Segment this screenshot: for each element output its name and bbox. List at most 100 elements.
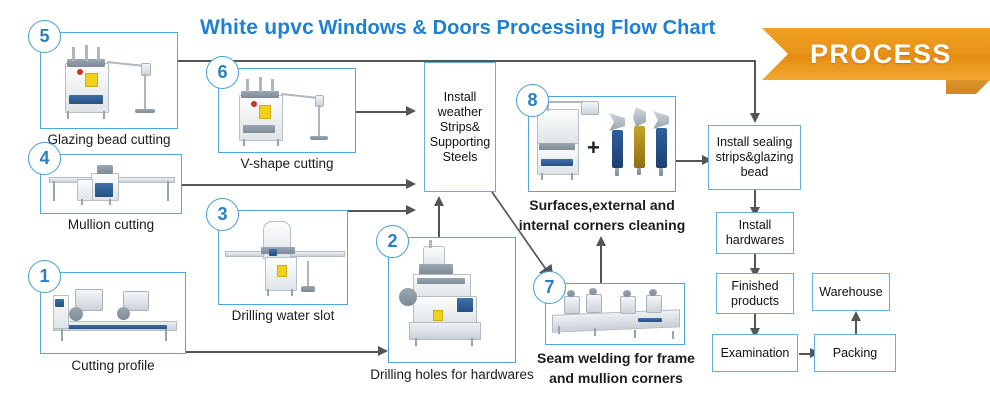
step-7-photo-frame: [545, 283, 685, 345]
step-number-8: 8: [527, 90, 538, 110]
step-caption-7: Seam welding for frame and mullion corne…: [528, 348, 704, 388]
step-badge-4: 4: [28, 142, 61, 175]
cleaning-tool-3: [653, 111, 673, 177]
sealing-strips-line-1: Install sealing: [716, 135, 793, 149]
arrowhead-sealing: [702, 155, 712, 165]
connector-step8-to-sealing: [676, 160, 708, 162]
weather-strips-line-2: weather: [437, 104, 483, 119]
process-banner-label: PROCESS: [810, 38, 952, 69]
process-banner: PROCESS: [762, 28, 990, 80]
connector-step1-to-step2: [180, 351, 380, 353]
arrowhead-examination: [750, 328, 760, 338]
process-box-packing[interactable]: Packing: [814, 334, 896, 372]
arrowhead-step2-up: [434, 196, 444, 206]
process-box-warehouse[interactable]: Warehouse: [812, 273, 890, 311]
process-box-install-hardwares[interactable]: Install hardwares: [716, 212, 794, 254]
step-card-5[interactable]: 5: [28, 20, 178, 129]
step-1-photo-frame: [40, 272, 186, 354]
connector-step7-to-step8: [600, 243, 602, 283]
connector-sealing-to-hardwares: [754, 190, 756, 210]
arrowhead-step6: [406, 106, 416, 116]
step-6-photo-frame: [218, 68, 356, 153]
step-caption-8-line-2: internal corners cleaning: [518, 217, 686, 233]
arrowhead-step4: [406, 179, 416, 189]
process-box-examination[interactable]: Examination: [712, 334, 798, 372]
step-number-5: 5: [39, 26, 50, 46]
connector-step4-to-weather: [182, 184, 408, 186]
sealing-strips-line-2: strips&glazing: [715, 150, 794, 164]
sealing-strips-line-3: bead: [740, 165, 769, 179]
step-badge-5: 5: [28, 20, 61, 53]
arrowhead-step8-up: [596, 236, 606, 246]
packing-label: Packing: [832, 345, 878, 360]
arrowhead-into-sealing-top: [750, 113, 760, 123]
install-hardwares-line-2: hardwares: [725, 233, 785, 247]
process-banner-tail: [946, 80, 990, 94]
connector-step5-down: [754, 60, 756, 115]
step-number-1: 1: [39, 266, 50, 286]
examination-label: Examination: [720, 345, 790, 360]
step-card-1[interactable]: 1: [28, 260, 186, 354]
step-badge-3: 3: [206, 198, 239, 231]
process-box-sealing-strips[interactable]: Install sealing strips&glazing bead: [708, 125, 801, 190]
title-part-1: White upvc: [200, 16, 315, 39]
step-number-2: 2: [387, 231, 398, 251]
step-caption-5: Glazing bead cutting: [47, 132, 171, 147]
arrowhead-step3: [406, 205, 416, 215]
page-title: White upvc Windows & Doors Processing Fl…: [200, 16, 715, 40]
step-card-6[interactable]: 6: [206, 56, 356, 153]
connector-step2-up: [438, 203, 440, 237]
step-badge-8: 8: [516, 84, 549, 117]
step-caption-2: Drilling holes for hardwares: [370, 367, 534, 382]
step-caption-4: Mullion cutting: [67, 217, 155, 232]
step-number-7: 7: [544, 277, 555, 297]
step-card-8[interactable]: + 8: [516, 84, 676, 192]
arrowhead-warehouse: [851, 311, 861, 321]
step-caption-3: Drilling water slot: [231, 308, 335, 323]
step-badge-1: 1: [28, 260, 61, 293]
step-badge-7: 7: [533, 271, 566, 304]
step-caption-8: Surfaces,external and internal corners c…: [512, 195, 692, 235]
process-box-weather-strips[interactable]: Install weather Strips& Supporting Steel…: [424, 62, 496, 192]
plus-symbol: +: [587, 135, 600, 160]
warehouse-label: Warehouse: [819, 284, 883, 299]
step-caption-8-line-1: Surfaces,external and: [529, 197, 675, 213]
connector-hardwares-to-finished: [754, 253, 756, 271]
step-card-2[interactable]: 2: [376, 225, 516, 363]
step-card-3[interactable]: 3: [206, 198, 348, 305]
step-caption-7-line-2: and mullion corners: [549, 370, 683, 386]
step-caption-7-line-1: Seam welding for frame: [537, 350, 695, 366]
step-badge-6: 6: [206, 56, 239, 89]
arrowhead-step2: [378, 346, 388, 356]
finished-products-line-1: Finished: [731, 278, 779, 293]
cleaning-tool-1: [609, 113, 629, 177]
connector-step6-to-weather: [356, 111, 408, 113]
step-2-photo-frame: [388, 237, 516, 363]
step-number-3: 3: [217, 204, 228, 224]
cleaning-tool-2: [631, 107, 651, 177]
finished-products-line-2: products: [731, 293, 779, 308]
step-4-photo-frame: [40, 154, 182, 214]
step-card-4[interactable]: 4: [28, 142, 182, 214]
connector-step5-to-sealing: [178, 60, 755, 62]
step-badge-2: 2: [376, 225, 409, 258]
weather-strips-line-5: Steels: [442, 149, 478, 164]
process-box-finished-products[interactable]: Finished products: [716, 273, 794, 314]
step-caption-6: V-shape cutting: [240, 156, 334, 171]
title-part-2: Windows & Doors Processing Flow Chart: [318, 17, 716, 39]
install-hardwares-line-1: Install: [738, 218, 772, 232]
step-3-photo-frame: [218, 210, 348, 305]
weather-strips-line-4: Supporting: [429, 134, 491, 149]
step-number-6: 6: [217, 62, 228, 82]
connector-packing-to-warehouse: [855, 318, 857, 334]
weather-strips-line-3: Strips&: [439, 119, 481, 134]
connector-finished-to-examination: [754, 313, 756, 331]
step-caption-1: Cutting profile: [71, 358, 155, 373]
weather-strips-line-1: Install: [443, 89, 477, 104]
step-number-4: 4: [39, 148, 50, 168]
step-card-7[interactable]: 7: [533, 271, 685, 345]
step-8-photo-frame: +: [528, 96, 676, 192]
step-5-photo-frame: [40, 32, 178, 129]
connector-examination-to-packing: [799, 353, 813, 355]
